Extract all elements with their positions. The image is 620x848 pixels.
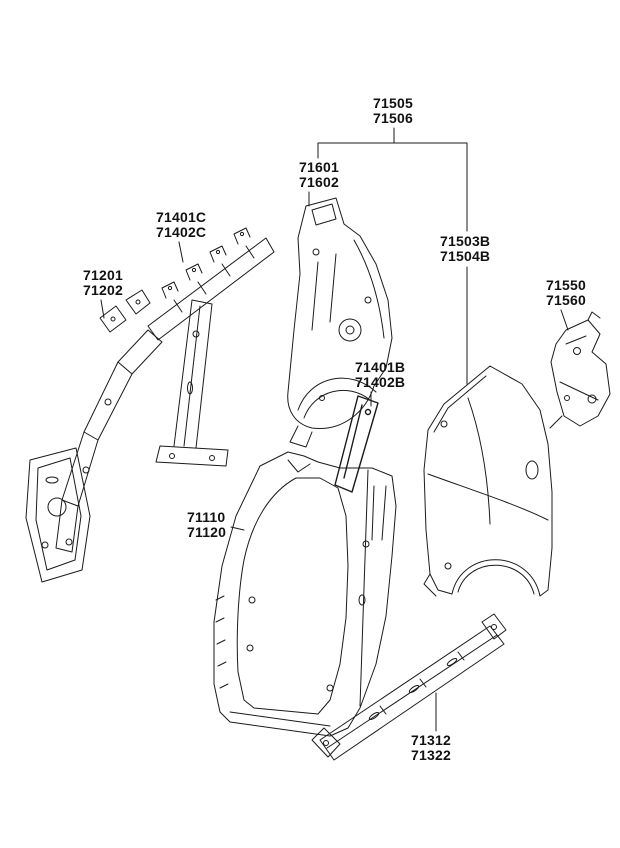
part-number: 71505 [373,95,413,111]
part-label-71503B-71504B: 71503B 71504B [440,234,490,264]
part-number: 71601 [299,159,339,175]
part-number: 71504B [440,248,491,264]
part-sill-side-panel [311,613,507,761]
part-label-71312-71322: 71312 71322 [411,733,451,763]
part-number: 71312 [411,732,451,748]
leader-lines [100,127,569,732]
part-lamp-support-bracket [549,311,611,429]
part-center-pillar-inner [155,299,229,467]
part-number: 71202 [83,282,123,298]
part-label-71110-71120: 71110 71120 [187,510,226,540]
part-label-71201-71202: 71201 71202 [83,268,123,298]
part-number: 71506 [373,110,413,126]
part-number: 71401C [156,209,207,225]
part-number: 71401B [355,359,406,375]
part-center-pillar-reinforcement [334,395,379,493]
part-label-71401B-71402B: 71401B 71402B [355,360,405,390]
part-label-71401C-71402C: 71401C 71402C [156,210,206,240]
part-number: 71402C [156,224,207,240]
part-label-71550-71560: 71550 71560 [546,278,586,308]
part-number: 71110 [187,509,226,525]
part-roof-side-rail [147,227,275,341]
part-number: 71402B [355,374,406,390]
part-quarter-outer-panel [423,365,553,597]
part-label-71505-71506: 71505 71506 [373,96,413,126]
part-label-71601-71602: 71601 71602 [299,160,339,190]
part-number: 71322 [411,747,451,763]
part-a-pillar-inner [25,289,163,583]
part-number: 71550 [546,277,586,293]
part-number: 71120 [187,524,227,540]
part-number: 71602 [299,174,339,190]
part-number: 71503B [440,233,491,249]
part-number: 71201 [83,267,123,283]
part-body-side-outer [213,451,397,737]
part-number: 71560 [546,292,586,308]
part-quarter-inner-panel [287,197,393,448]
